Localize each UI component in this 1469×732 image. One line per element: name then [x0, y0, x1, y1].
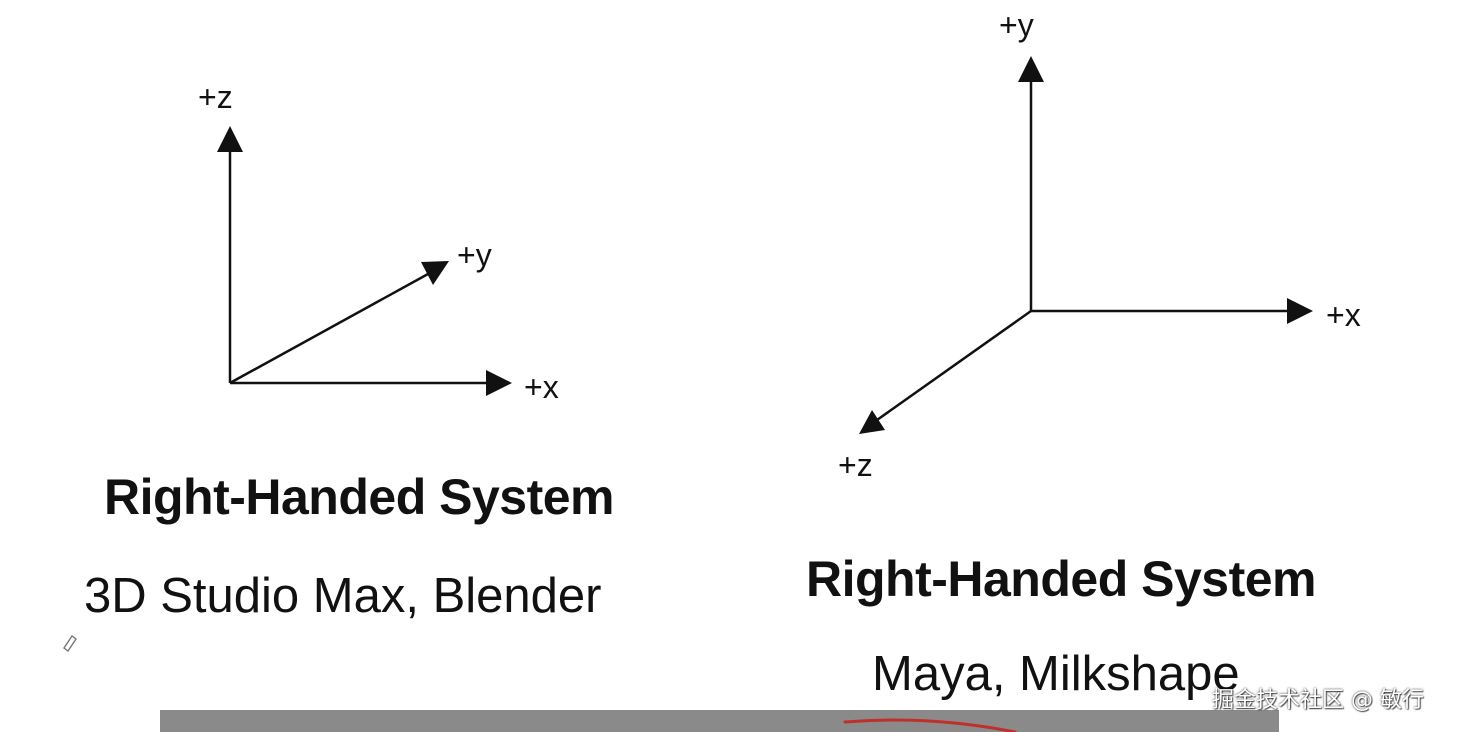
bottom-gray-bar: [160, 710, 1279, 732]
right-x-label: +x: [1326, 297, 1361, 333]
left-x-label: +x: [524, 369, 559, 405]
left-x-arrowhead: [486, 370, 512, 396]
left-y-label: +y: [457, 237, 492, 273]
right-system-title: Right-Handed System: [806, 551, 1317, 607]
left-system-title: Right-Handed System: [104, 469, 615, 525]
right-system-software: Maya, Milkshape: [872, 647, 1240, 701]
right-axes-group: +y +x +z: [838, 7, 1361, 483]
right-z-axis: [876, 309, 1032, 422]
watermark-text: 掘金技术社区 @ 敏行: [1212, 688, 1424, 713]
left-axes-group: +z +y +x: [198, 79, 559, 405]
right-y-arrowhead: [1018, 56, 1044, 82]
left-y-arrowhead: [421, 261, 449, 285]
left-system-software: 3D Studio Max, Blender: [84, 569, 602, 623]
right-z-label: +z: [838, 447, 873, 483]
left-z-label: +z: [198, 79, 233, 115]
left-y-axis: [229, 272, 429, 385]
right-y-label: +y: [999, 7, 1034, 43]
right-z-arrowhead: [859, 410, 885, 434]
right-x-arrowhead: [1287, 298, 1313, 324]
left-z-arrowhead: [217, 126, 243, 152]
